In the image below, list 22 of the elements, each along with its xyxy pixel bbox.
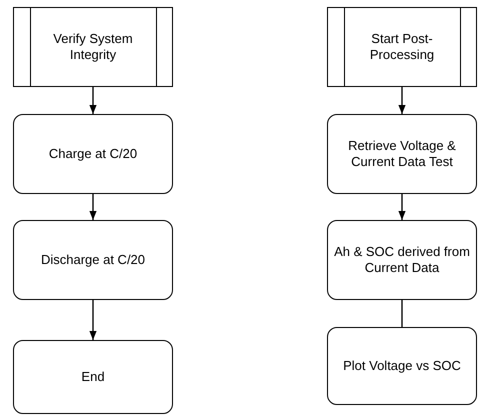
arrow: [89, 87, 97, 114]
process-box: [13, 114, 173, 194]
arrow: [89, 300, 97, 340]
process-box: [327, 327, 477, 405]
process-box: [327, 220, 477, 300]
step-label: Plot Voltage vs SOC: [342, 358, 462, 374]
arrow: [398, 194, 406, 220]
arrow: [89, 194, 97, 220]
step-label: Retrieve Voltage & Current Data Test: [347, 138, 457, 170]
step-label: Charge at C/20: [48, 146, 138, 162]
step-label: Ah & SOC derived from Current Data: [333, 244, 471, 276]
subprocess-box: [13, 7, 173, 87]
step-label: Start Post-Processing: [368, 30, 436, 64]
connector-line: [401, 300, 403, 327]
process-box: [13, 340, 173, 414]
subprocess-box: [327, 7, 477, 87]
step-label: Verify System Integrity: [52, 30, 134, 64]
step-label: Discharge at C/20: [40, 252, 146, 268]
process-box: [13, 220, 173, 300]
step-label: End: [80, 368, 106, 386]
process-box: [327, 114, 477, 194]
arrow: [398, 87, 406, 114]
